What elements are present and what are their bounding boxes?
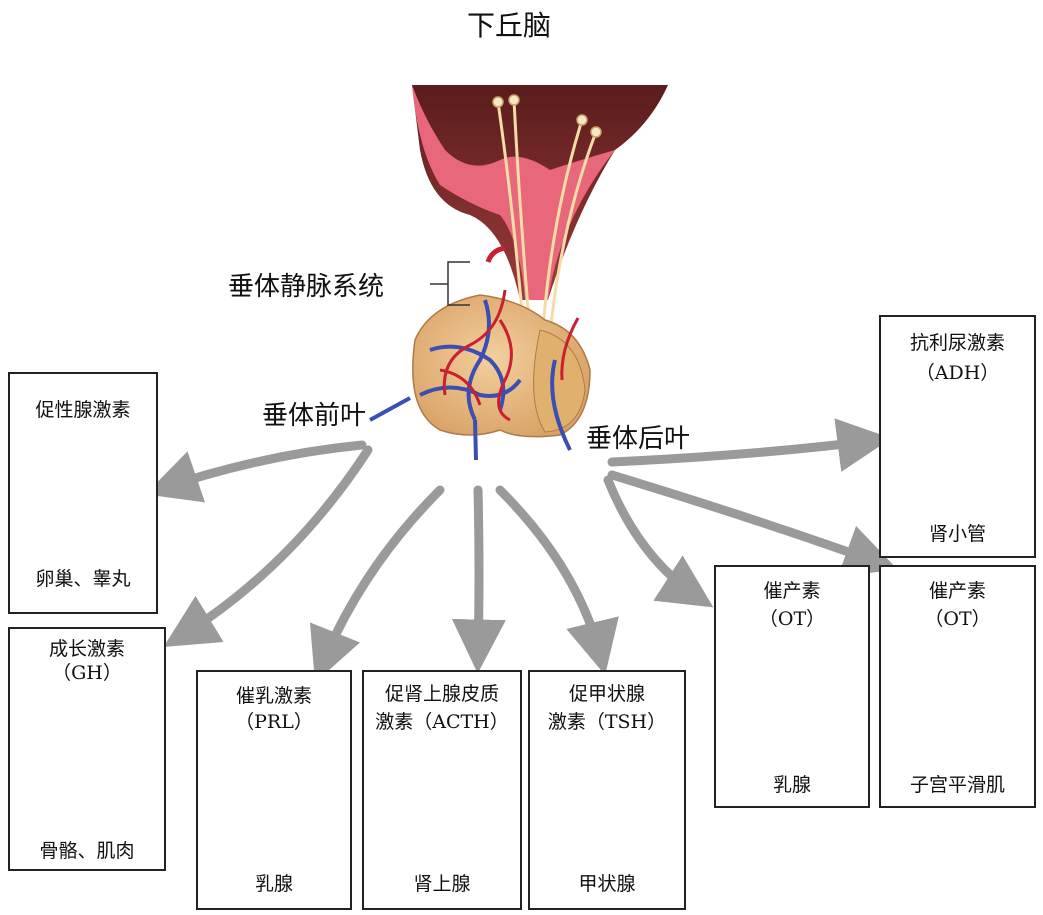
hypothalamus-title: 下丘脑 bbox=[467, 4, 551, 44]
adh-box: 抗利尿激素 （ADH） 肾小管 bbox=[879, 315, 1036, 558]
arrow-to-prolactin bbox=[320, 490, 440, 670]
oxytocin-uterus-box: 催产素 （OT） 子宫平滑肌 bbox=[879, 565, 1036, 808]
growth-hormone-box: 成长激素 （GH） 骨骼、肌肉 bbox=[8, 627, 166, 871]
tsh-name-line2: 激素（TSH） bbox=[530, 710, 684, 734]
arrow-to-gonadotropin bbox=[158, 445, 362, 490]
growth-hormone-abbr: （GH） bbox=[10, 661, 164, 685]
oxytocin-uterus-organ: 子宫平滑肌 bbox=[881, 773, 1034, 797]
portal-system-label: 垂体静脉系统 bbox=[228, 266, 384, 303]
acth-organ: 肾上腺 bbox=[364, 872, 520, 896]
gonadotropin-box: 促性腺激素 卵巢、睾丸 bbox=[8, 372, 158, 614]
growth-hormone-organ: 骨骼、肌肉 bbox=[10, 839, 164, 863]
tsh-box: 促甲状腺 激素（TSH） 甲状腺 bbox=[528, 670, 686, 910]
acth-box: 促肾上腺皮质 激素（ACTH） 肾上腺 bbox=[362, 670, 522, 910]
tsh-name-line1: 促甲状腺 bbox=[530, 682, 684, 706]
prolactin-box: 催乳激素 （PRL） 乳腺 bbox=[196, 670, 352, 910]
oxytocin-breast-organ: 乳腺 bbox=[716, 773, 868, 797]
pituitary-illustration bbox=[370, 85, 668, 460]
adh-name: 抗利尿激素 bbox=[881, 331, 1034, 355]
gonadotropin-organ: 卵巢、睾丸 bbox=[10, 567, 156, 591]
oxytocin-breast-abbr: （OT） bbox=[716, 607, 868, 631]
prolactin-organ: 乳腺 bbox=[198, 872, 350, 896]
oxytocin-breast-box: 催产素 （OT） 乳腺 bbox=[714, 565, 870, 808]
prolactin-abbr: （PRL） bbox=[198, 710, 350, 734]
arrow-to-tsh bbox=[500, 490, 602, 662]
anterior-pituitary-label: 垂体前叶 bbox=[262, 395, 366, 432]
acth-name-line1: 促肾上腺皮质 bbox=[364, 682, 520, 706]
growth-hormone-name: 成长激素 bbox=[10, 637, 164, 661]
adh-abbr: （ADH） bbox=[881, 361, 1034, 385]
oxytocin-breast-name: 催产素 bbox=[716, 579, 868, 603]
prolactin-name: 催乳激素 bbox=[198, 684, 350, 708]
oxytocin-uterus-name: 催产素 bbox=[881, 579, 1034, 603]
posterior-pituitary-label: 垂体后叶 bbox=[586, 418, 690, 455]
adh-organ: 肾小管 bbox=[881, 522, 1034, 546]
acth-name-line2: 激素（ACTH） bbox=[364, 710, 520, 734]
oxytocin-uterus-abbr: （OT） bbox=[881, 607, 1034, 631]
tsh-organ: 甲状腺 bbox=[530, 872, 684, 896]
arrow-to-acth bbox=[478, 490, 479, 660]
gonadotropin-hormone: 促性腺激素 bbox=[10, 398, 156, 422]
